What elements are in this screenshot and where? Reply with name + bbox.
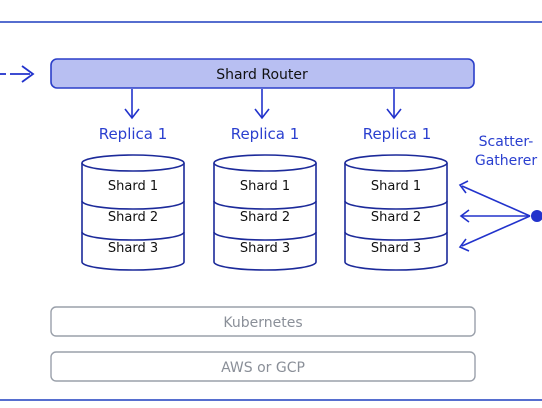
- shard-label: Shard 2: [240, 210, 290, 225]
- shard-label: Shard 3: [240, 241, 290, 256]
- scatter-gatherer-label-line2: Gatherer: [475, 153, 537, 169]
- shard-label: Shard 1: [371, 179, 421, 194]
- shard-router: Shard Router: [50, 58, 475, 89]
- kubernetes-label: Kubernetes: [223, 315, 302, 331]
- kubernetes-layer: Kubernetes: [50, 306, 476, 337]
- shard-label: Shard 1: [108, 179, 158, 194]
- shard-router-label: Shard Router: [216, 67, 308, 83]
- replica-label: Replica 1: [231, 125, 300, 143]
- shard-label: Shard 1: [240, 179, 290, 194]
- scatter-gatherer-fan-arrows: [458, 180, 531, 252]
- scatter-gatherer-label-line1: Scatter-: [479, 134, 534, 150]
- replica-label: Replica 1: [363, 125, 432, 143]
- shard-label: Shard 2: [371, 210, 421, 225]
- replica-cylinder: [344, 154, 448, 271]
- cloud-provider-layer: AWS or GCP: [50, 351, 476, 382]
- router-to-replica-arrows: [124, 89, 402, 120]
- shard-label: Shard 3: [371, 241, 421, 256]
- scatter-gatherer-node: [531, 210, 542, 222]
- replica-label: Replica 1: [99, 125, 168, 143]
- replica-cylinder: [213, 154, 317, 271]
- shard-router-box: [50, 58, 475, 89]
- shard-label: Shard 2: [108, 210, 158, 225]
- replica-cylinder: [81, 154, 185, 271]
- cloud-provider-label: AWS or GCP: [221, 360, 305, 376]
- shard-label: Shard 3: [108, 241, 158, 256]
- incoming-request-arrow: [0, 65, 35, 83]
